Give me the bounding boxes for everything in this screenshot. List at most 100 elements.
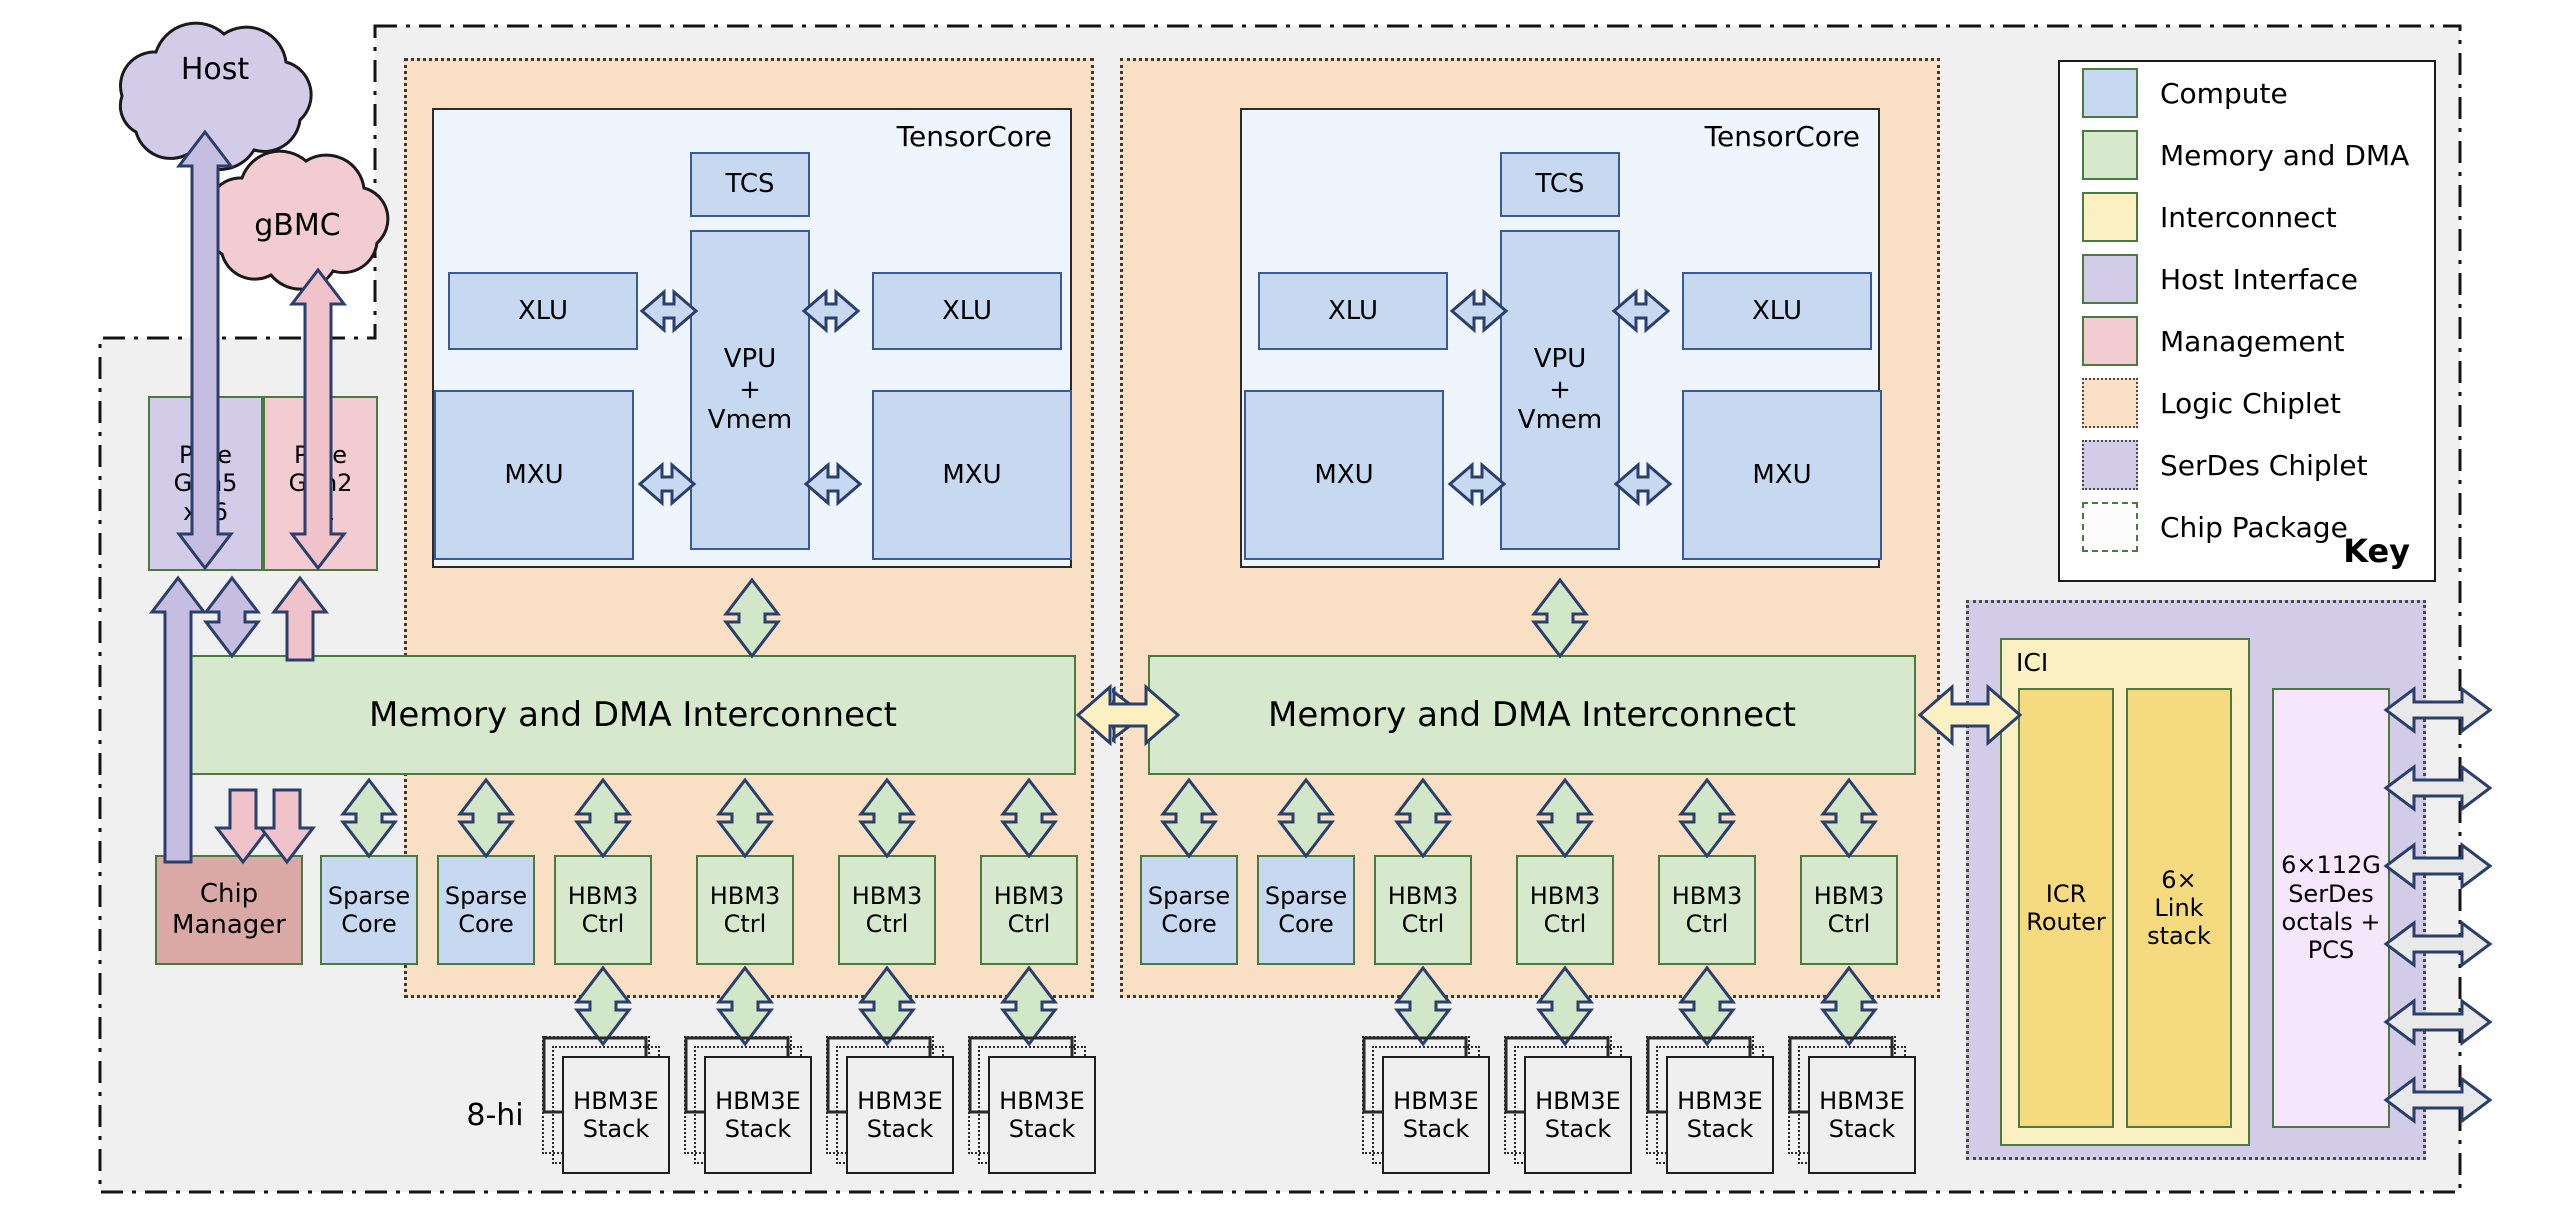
hbm3-ctrl-l4[interactable]: HBM3 Ctrl [980, 855, 1078, 965]
hbm3e-stack-l2[interactable]: HBM3E Stack [704, 1056, 812, 1174]
sparse-core-r1-line-0: Sparse [1147, 881, 1231, 910]
legend-item-logic-chiplet: Logic Chiplet [2060, 372, 2434, 434]
pcie-gen2-block[interactable]: PCIe Gen2 x1 [263, 396, 378, 571]
hbm3-ctrl-r1[interactable]: HBM3 Ctrl [1374, 855, 1472, 965]
mxu-left-west[interactable]: MXU [434, 390, 634, 560]
hbm3-ctrl-l2-line-1: Ctrl [723, 910, 767, 938]
icr-router-block[interactable]: ICR Router [2018, 688, 2114, 1128]
xlu-left-west[interactable]: XLU [448, 272, 638, 350]
ici-title: ICI [2016, 648, 2049, 677]
hbm3e-stack-r2[interactable]: HBM3E Stack [1524, 1056, 1632, 1174]
xlu-right-east[interactable]: XLU [1682, 272, 1872, 350]
hbm3-ctrl-l3[interactable]: HBM3 Ctrl [838, 855, 936, 965]
chip-manager-line-1: Manager [172, 910, 286, 940]
legend-swatch-logic-chiplet [2082, 378, 2138, 428]
legend-label-memory-and-dma: Memory and DMA [2160, 138, 2410, 172]
legend-item-compute: Compute [2060, 62, 2434, 124]
pcie-gen2-line-0: PCIe [293, 441, 348, 470]
pcie-gen5-line-2: x16 [183, 497, 228, 526]
sparse-core-r1-line-1: Core [1161, 910, 1217, 938]
vpu-line-0: VPU [1533, 343, 1587, 374]
legend-label-logic-chiplet: Logic Chiplet [2160, 386, 2341, 420]
hbm3e-stack-l1[interactable]: HBM3E Stack [562, 1056, 670, 1174]
hbm3e-stack-l3[interactable]: HBM3E Stack [846, 1056, 954, 1174]
hbm3-ctrl-r3[interactable]: HBM3 Ctrl [1658, 855, 1756, 965]
hbm3e-stack-r3[interactable]: HBM3E Stack [1666, 1056, 1774, 1174]
sparse-core-r2[interactable]: Sparse Core [1257, 855, 1355, 965]
legend-swatch-interconnect [2082, 192, 2138, 242]
legend-key: Compute Memory and DMA Interconnect Host… [2058, 60, 2436, 582]
tcs-right[interactable]: TCS [1500, 152, 1620, 217]
legend-item-memory-and-dma: Memory and DMA [2060, 124, 2434, 186]
hbm3e-l1-line-1: Stack [582, 1115, 650, 1143]
tensorcore-right-title: TensorCore [1704, 120, 1860, 153]
sparse-core-r2-line-1: Core [1278, 910, 1334, 938]
hbm3e-l2-line-1: Stack [724, 1115, 792, 1143]
arrow-pcie2-interconnect [270, 575, 330, 662]
serdes-octals-pcs-block[interactable]: 6×112G SerDes octals + PCS [2272, 688, 2390, 1128]
mxu-left-east[interactable]: MXU [872, 390, 1072, 560]
hbm3-ctrl-l2-line-0: HBM3 [709, 881, 781, 910]
pcie-gen5-line-1: Gen5 [173, 469, 238, 498]
hbm3-ctrl-r3-line-0: HBM3 [1671, 881, 1743, 910]
legend-item-host-interface: Host Interface [2060, 248, 2434, 310]
legend-swatch-serdes-chiplet [2082, 440, 2138, 490]
chip-manager-line-0: Chip [199, 879, 259, 910]
chip-manager-block[interactable]: Chip Manager [155, 855, 303, 965]
serdes-line-0: 6×112G [2281, 851, 2381, 880]
sparse-core-r2-line-0: Sparse [1264, 881, 1348, 910]
host-cloud [118, 21, 313, 172]
hbm3e-stack-r1[interactable]: HBM3E Stack [1382, 1056, 1490, 1174]
vpu-line-1: + [1549, 374, 1571, 405]
xlu-left-east[interactable]: XLU [872, 272, 1062, 350]
hbm3-ctrl-r1-line-1: Ctrl [1401, 910, 1445, 938]
vpu-vmem-right[interactable]: VPU + Vmem [1500, 230, 1620, 550]
legend-item-interconnect: Interconnect [2060, 186, 2434, 248]
tensorcore-left-title: TensorCore [896, 120, 1052, 153]
vpu-line-1: + [739, 374, 761, 405]
hbm3e-l2-line-0: HBM3E [715, 1086, 801, 1115]
hbm3-ctrl-l1-line-1: Ctrl [581, 910, 625, 938]
hbm3-ctrl-l1[interactable]: HBM3 Ctrl [554, 855, 652, 965]
legend-label-chip-package: Chip Package [2160, 510, 2348, 544]
hbm3-ctrl-l1-line-0: HBM3 [567, 881, 639, 910]
pcie-gen2-line-2: x1 [305, 497, 336, 526]
sparse-core-r1[interactable]: Sparse Core [1140, 855, 1238, 965]
gbmc-cloud-label: gBMC [254, 208, 341, 244]
host-cloud-label: Host [180, 52, 250, 88]
vpu-vmem-left[interactable]: VPU + Vmem [690, 230, 810, 550]
mxu-right-east[interactable]: MXU [1682, 390, 1882, 560]
memory-dma-interconnect-left[interactable]: Memory and DMA Interconnect [190, 655, 1076, 775]
pcie-gen5-line-0: PCIe [178, 441, 233, 470]
hbm3-ctrl-r2[interactable]: HBM3 Ctrl [1516, 855, 1614, 965]
arrow-pcie2-chipmanager-2 [257, 788, 317, 865]
hbm3e-r2-line-1: Stack [1544, 1115, 1612, 1143]
vpu-line-0: VPU [723, 343, 777, 374]
hbm3-ctrl-r3-line-1: Ctrl [1685, 910, 1729, 938]
legend-label-host-interface: Host Interface [2160, 262, 2359, 296]
hbm3e-l3-line-1: Stack [866, 1115, 934, 1143]
legend-swatch-host-interface [2082, 254, 2138, 304]
hbm3e-stack-l4[interactable]: HBM3E Stack [988, 1056, 1096, 1174]
hbm3e-stack-r4[interactable]: HBM3E Stack [1808, 1056, 1916, 1174]
hbm3-ctrl-r4[interactable]: HBM3 Ctrl [1800, 855, 1898, 965]
sparse-core-l2-line-0: Sparse [444, 881, 528, 910]
xlu-right-west[interactable]: XLU [1258, 272, 1448, 350]
hbm3-ctrl-l2[interactable]: HBM3 Ctrl [696, 855, 794, 965]
hbm3-ctrl-l4-line-1: Ctrl [1007, 910, 1051, 938]
sparse-core-l1[interactable]: Sparse Core [320, 855, 418, 965]
hbm3e-l4-line-1: Stack [1008, 1115, 1076, 1143]
link-stack-block[interactable]: 6× Link stack [2126, 688, 2232, 1128]
mxu-right-west[interactable]: MXU [1244, 390, 1444, 560]
hbm3-ctrl-r4-line-0: HBM3 [1813, 881, 1885, 910]
memory-dma-interconnect-right[interactable]: Memory and DMA Interconnect [1148, 655, 1916, 775]
hbm3e-r3-line-0: HBM3E [1677, 1086, 1763, 1115]
serdes-line-3: PCS [2307, 936, 2355, 965]
vpu-line-2: Vmem [707, 405, 793, 436]
arrow-pcie5-interconnect [202, 575, 262, 659]
tcs-left[interactable]: TCS [690, 152, 810, 217]
legend-item-serdes-chiplet: SerDes Chiplet [2060, 434, 2434, 496]
sparse-core-l2[interactable]: Sparse Core [437, 855, 535, 965]
pcie-gen5-block[interactable]: PCIe Gen5 x16 [148, 396, 263, 571]
hbm3e-r1-line-1: Stack [1402, 1115, 1470, 1143]
